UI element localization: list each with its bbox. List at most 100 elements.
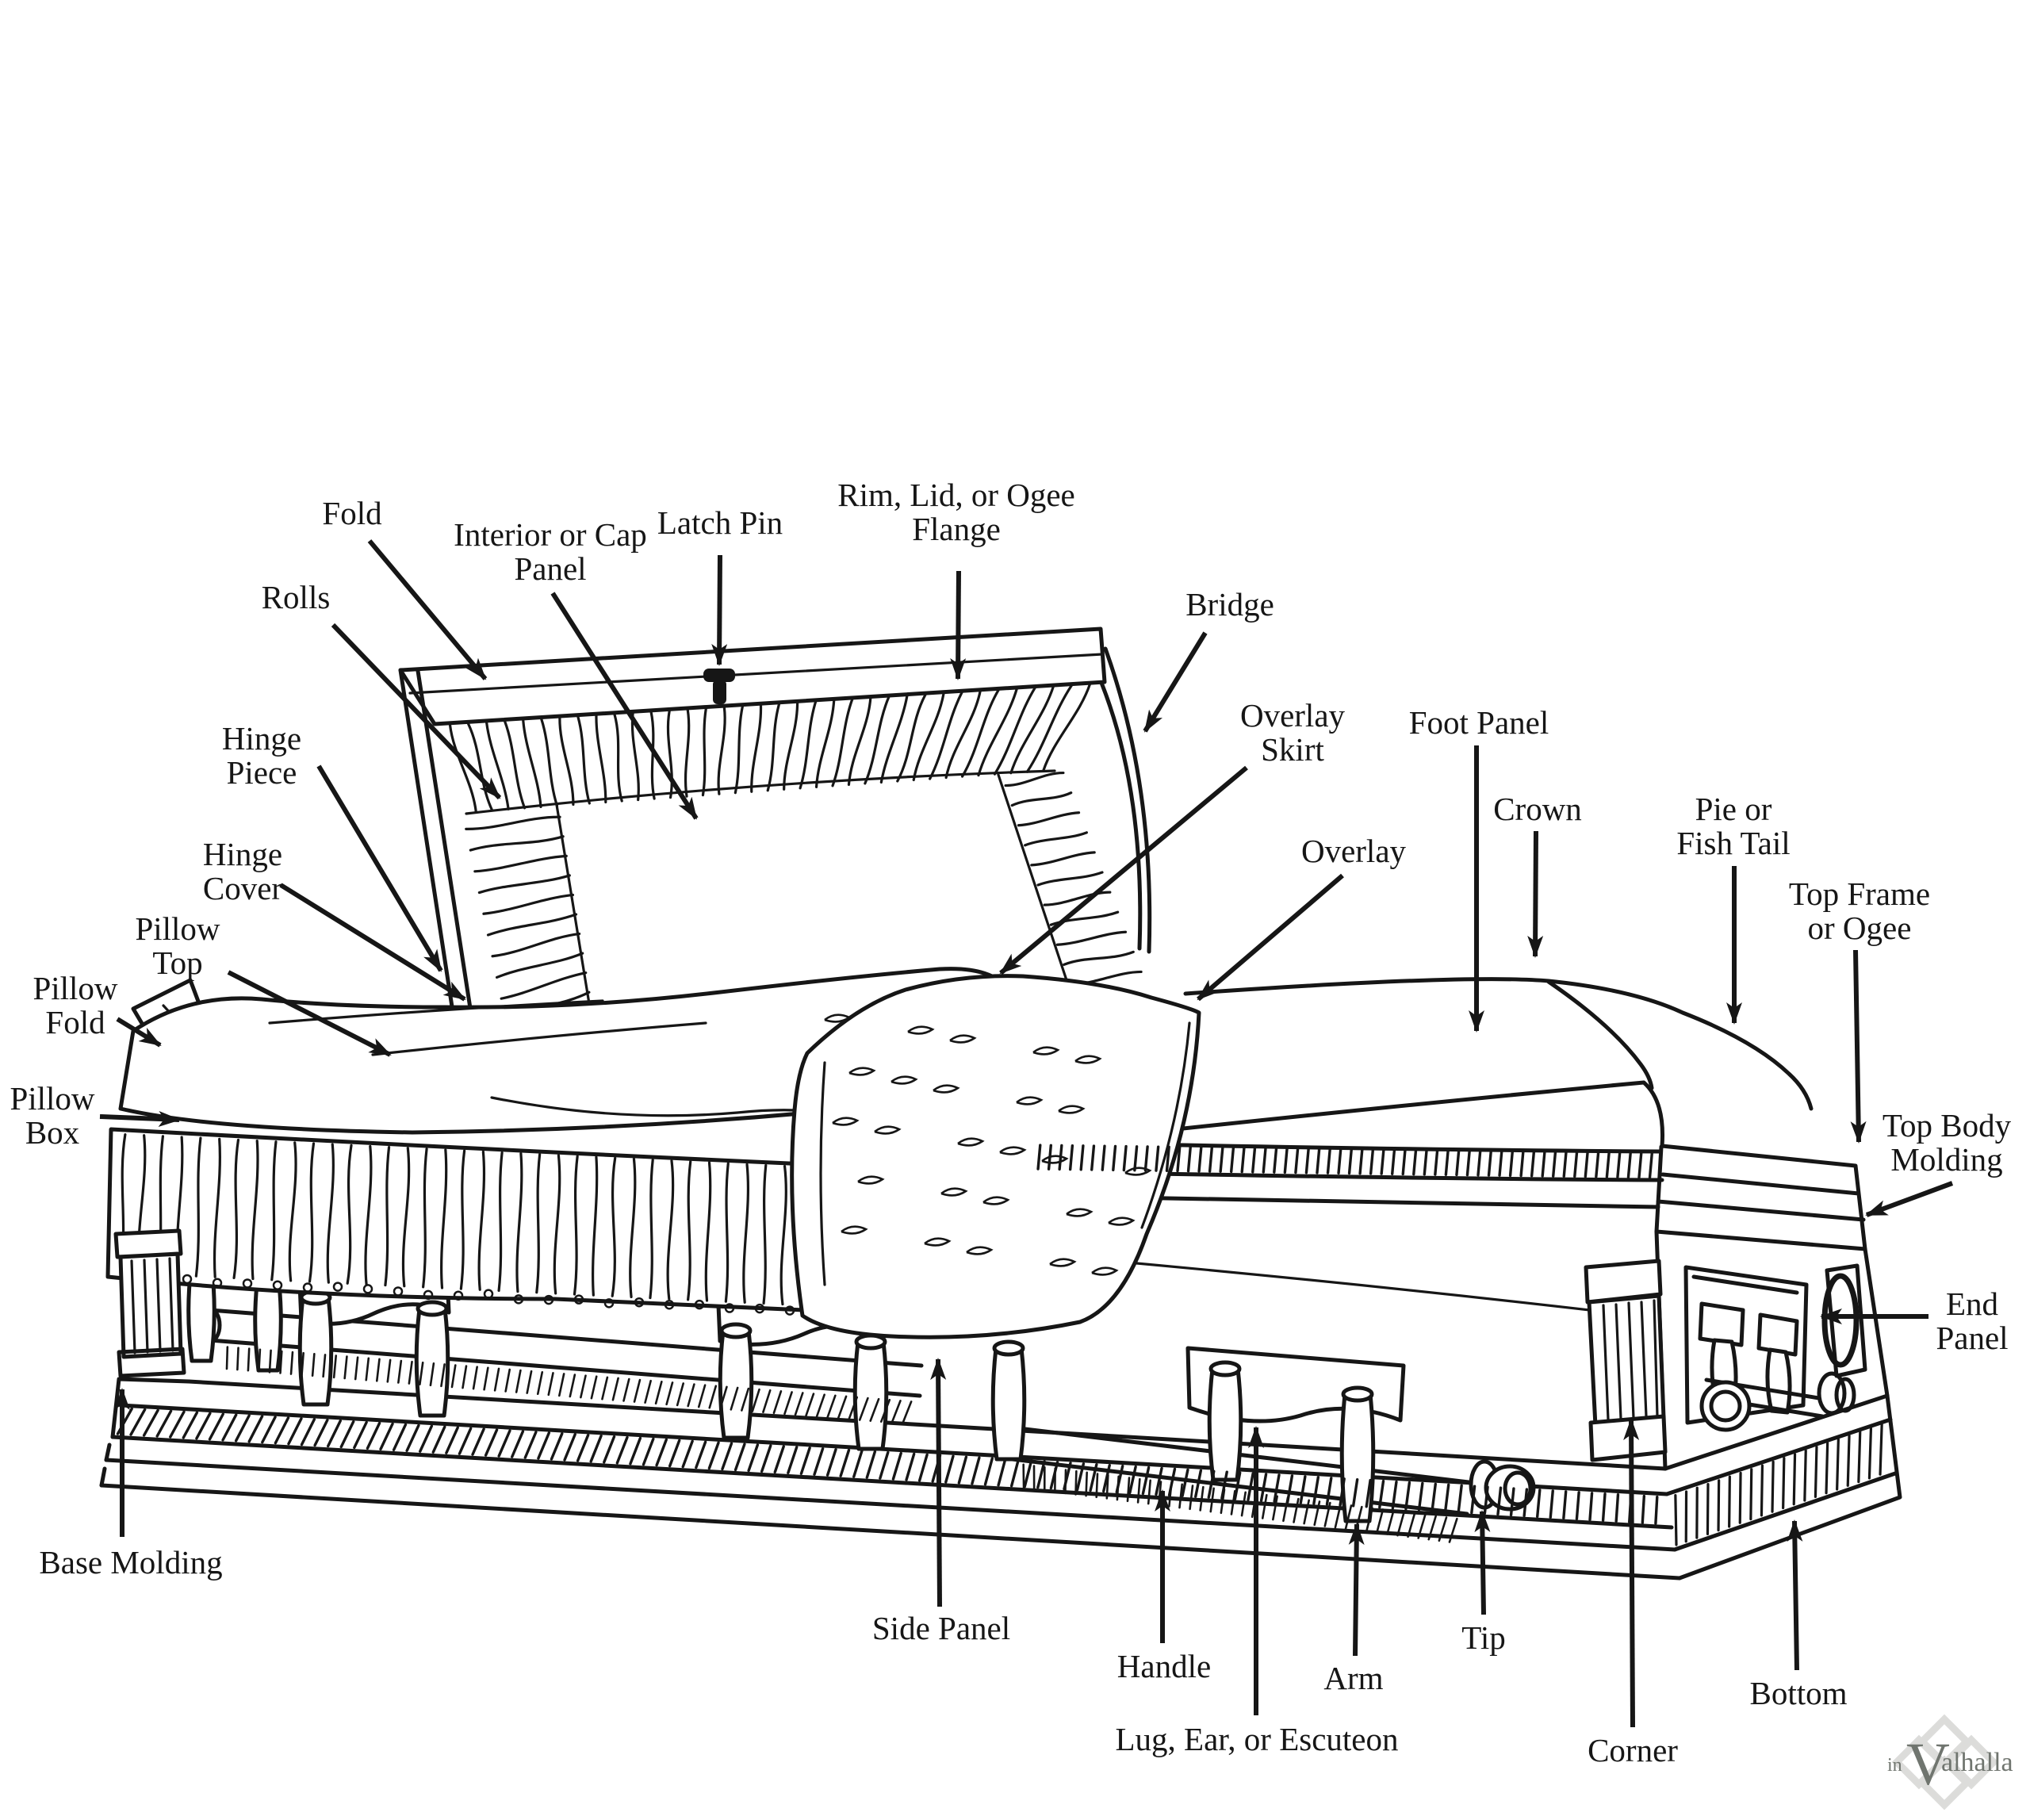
watermark-alhalla: alhalla [1941,1748,2013,1777]
pillow-top-surface [118,967,1013,1135]
arrow-bridge [1143,631,1208,733]
end-panel-recess [1683,1265,1809,1425]
arrow-top-frame-or-ogee [1850,949,1867,1144]
arrow-hinge-cover [279,883,466,1002]
top-frame-edge [1122,1080,1664,1148]
label-bridge: Bridge [1143,586,1274,733]
bridge-crescent [1099,646,1152,954]
label-lug-ear-or-escuteon: Lug, Ear, or Escuteon [1116,1426,1399,1757]
arrow-pillow-box [99,1110,181,1127]
label-bottom: Bottom [1749,1519,1848,1711]
watermark-ornament [1944,1734,1999,1790]
arrow-crown [1527,830,1544,958]
arrow-rolls [331,623,502,800]
label-overlay: Overlay [1197,833,1407,1002]
arrow-latch-pin [711,554,728,666]
lid-rim-board [398,626,1107,726]
casket-illustration [99,626,1902,1581]
bar-tip-cap [1484,1464,1536,1512]
label-text-rolls: Rolls [262,579,331,615]
lid-left-frame-edge [398,668,476,1035]
corner-column-bottom-collar [1588,1414,1668,1462]
arrow-side-panel [930,1358,947,1607]
handle-arms [186,1265,1376,1523]
corner-column-top-collar [1584,1259,1663,1305]
overlay-texture [824,1013,1152,1276]
left-column-flutes [130,1257,174,1354]
label-tip: Tip [1461,1510,1506,1656]
corner-column-shaft [1587,1293,1666,1428]
label-text-foot-panel: Foot Panel [1409,704,1549,741]
overlay-drape [790,974,1201,1339]
arrow-corner [1623,1418,1640,1728]
watermark-ornament [1891,1734,1947,1790]
arrow-interior-or-cap-panel [550,592,699,820]
left-corner-column [113,1228,186,1378]
label-text-handle: Handle [1117,1648,1211,1684]
base-plinth [99,1458,1682,1581]
label-text-corner: Corner [1588,1732,1678,1768]
arrow-overlay-skirt [999,765,1248,975]
end-boss-outer [1699,1380,1752,1432]
end-tip-cap-ring [1834,1377,1856,1413]
label-text-bridge: Bridge [1185,586,1274,623]
label-text-tip: Tip [1461,1619,1506,1656]
arrow-pillow-top [227,970,392,1057]
arrow-bottom [1787,1519,1803,1671]
label-text-base-molding: Base Molding [39,1544,222,1581]
label-handle: Handle [1117,1489,1211,1684]
label-base-molding: Base Molding [39,1388,223,1581]
label-text-bottom: Bottom [1749,1675,1847,1711]
label-side-panel: Side Panel [872,1358,1010,1646]
rolls-ruffle-texture [448,683,1143,1043]
latch-pin-head [703,669,735,682]
label-text-latch-pin: Latch Pin [657,504,783,541]
label-fold: Fold [322,495,488,680]
label-text-crown: Crown [1493,791,1582,827]
label-text-overlay: Overlay [1301,833,1407,869]
base-right-wedge [1663,1393,1902,1581]
latch-pin-stem [713,680,726,704]
label-text-arm: Arm [1323,1660,1383,1696]
arrow-overlay [1197,873,1344,1002]
corner-column-flutes [1602,1299,1659,1421]
label-rolls: Rolls [262,579,502,800]
label-text-fold: Fold [322,495,381,531]
end-cornice [1654,1144,1867,1251]
arrow-pillow-fold [116,1017,162,1048]
label-crown: Crown [1493,791,1582,958]
arrow-tip [1474,1510,1491,1615]
label-foot-panel: Foot Panel [1409,704,1549,1033]
arrow-rim-lid-or-ogee-flange [950,570,967,680]
label-corner: Corner [1588,1418,1678,1768]
base-left-cap [99,1377,191,1488]
base-rope-band [110,1403,1674,1530]
crown-ridge-line [1183,977,1814,1111]
rope-hatch-texture [116,1144,1883,1546]
watermark-v: V [1906,1731,1950,1798]
overlay-fold-lines [819,1021,1191,1286]
label-arm: Arm [1323,1523,1384,1696]
label-latch-pin: Latch Pin [657,504,783,666]
